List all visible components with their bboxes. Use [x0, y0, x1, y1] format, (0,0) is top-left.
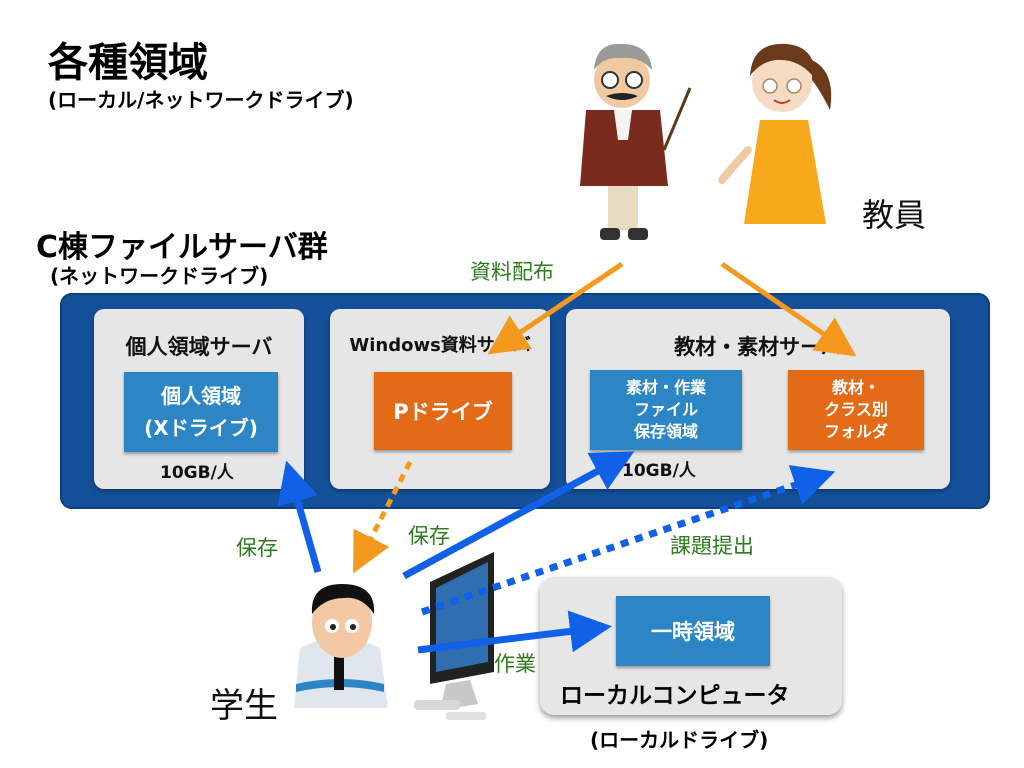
- server-group-title: C棟ファイルサーバ群: [36, 230, 328, 265]
- teacher-female-illustration: [718, 43, 832, 224]
- class-folder-line2: クラス別: [824, 400, 888, 419]
- work-label: 作業: [494, 652, 536, 676]
- personal-server-title: 個人領域サーバ: [125, 335, 273, 359]
- class-folder-line3: フォルダ: [823, 422, 888, 441]
- materials-storage-line1: 素材・作業: [625, 378, 706, 397]
- page-subtitle: (ローカル/ネットワークドライブ): [48, 88, 354, 112]
- local-computer-subtitle: (ローカルドライブ): [590, 728, 769, 752]
- server-group-subtitle: (ネットワークドライブ): [50, 264, 269, 288]
- local-computer-title: ローカルコンピュータ: [560, 683, 790, 709]
- p-drive-box[interactable]: Pドライブ: [374, 372, 512, 450]
- materials-storage-line3: 保存領域: [633, 422, 698, 441]
- save-label-mid: 保存: [408, 524, 450, 548]
- class-folder-box[interactable]: 教材・ クラス別 フォルダ: [788, 370, 924, 450]
- materials-quota: 10GB/人: [622, 461, 696, 481]
- save-label-left: 保存: [236, 536, 278, 560]
- personal-area-drive: (Xドライブ): [144, 416, 258, 440]
- materials-storage-line2: ファイル: [633, 400, 698, 419]
- page-title: 各種領域: [48, 40, 208, 86]
- student-illustration: [294, 584, 388, 708]
- personal-quota: 10GB/人: [160, 463, 234, 483]
- distribute-label: 資料配布: [470, 260, 554, 284]
- desktop-computer-illustration: [414, 552, 494, 720]
- student-label: 学生: [210, 686, 278, 726]
- personal-area-label: 個人領域: [161, 384, 241, 408]
- submit-label: 課題提出: [670, 534, 754, 558]
- teacher-label: 教員: [862, 196, 927, 234]
- personal-area-box[interactable]: 個人領域 (Xドライブ): [124, 372, 278, 452]
- teacher-male-illustration: [580, 43, 692, 240]
- windows-server-title: Windows資料サーバ: [349, 335, 531, 356]
- materials-storage-box[interactable]: 素材・作業 ファイル 保存領域: [590, 370, 742, 450]
- temporary-area-box[interactable]: 一時領域: [616, 596, 770, 666]
- class-folder-line1: 教材・: [831, 378, 880, 397]
